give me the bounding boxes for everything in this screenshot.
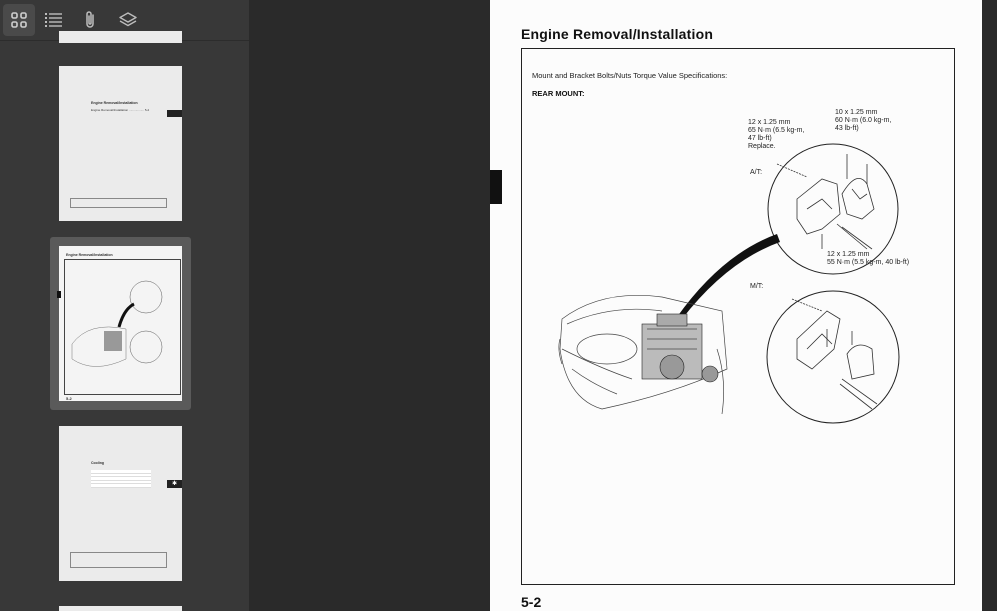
thumbnail-box (70, 198, 167, 208)
outline-view-button[interactable] (38, 4, 70, 36)
layers-view-button[interactable] (112, 4, 144, 36)
page-title: Engine Removal/Installation (521, 26, 714, 42)
spec-heading: Mount and Bracket Bolts/Nuts Torque Valu… (532, 71, 728, 80)
thumbnails-view-button[interactable] (3, 4, 35, 36)
thumbnail-tab-marker: ✱ (167, 480, 182, 488)
rear-mount-label: REAR MOUNT: (532, 89, 585, 98)
layers-icon (119, 12, 137, 27)
torque-label-lower: 12 x 1.25 mm 55 N·m (5.5 kg-m, 40 lb-ft) (827, 251, 910, 266)
torque-label-upper-right: 10 x 1.25 mm 60 N·m (6.0 kg-m, 43 lb-ft) (835, 109, 892, 132)
thumbnail-title: Engine Removal/Installation (66, 253, 113, 257)
thumbnail-toc-lines (91, 470, 151, 488)
at-label: A/T: (750, 169, 763, 176)
engine-mount-diagram (558, 143, 900, 424)
thumbnail-list: Engine Removal/Installation Engine Remov… (0, 31, 249, 611)
thumbnail-next[interactable] (59, 606, 182, 611)
thumbnail-line: Engine Removal/Installation ............… (91, 108, 150, 112)
thumbnail-sidebar: Engine Removal/Installation Engine Remov… (0, 0, 250, 611)
thumbnail-previous[interactable] (59, 31, 182, 43)
thumbnail-tab-marker (167, 110, 182, 117)
thumbnail-page-1[interactable]: Engine Removal/Installation Engine Remov… (59, 66, 182, 221)
thumbnail-title: Cooling (91, 461, 105, 465)
diagram-frame: Mount and Bracket Bolts/Nuts Torque Valu… (521, 48, 955, 585)
thumbnail-diagram (71, 280, 163, 367)
thumbnail-page-label: 5-2 (66, 396, 72, 401)
thumbnail-frame (64, 259, 181, 395)
attachments-view-button[interactable] (75, 4, 107, 36)
section-tab-marker (490, 170, 502, 204)
thumbnail-page-3[interactable]: Cooling ✱ (59, 426, 182, 581)
document-page: Engine Removal/Installation Mount and Br… (490, 0, 982, 611)
page-number: 5-2 (521, 594, 542, 610)
mt-label: M/T: (750, 283, 764, 290)
grid-icon (11, 12, 27, 28)
thumbnail-title: Engine Removal/Installation (91, 101, 138, 105)
torque-label-upper-left: 12 x 1.25 mm 65 N·m (6.5 kg-m, 47 lb-ft)… (748, 119, 805, 150)
list-icon (45, 13, 62, 27)
thumbnail-page-2[interactable]: Engine Removal/Installation 5-2 (57, 246, 182, 401)
thumbnail-side-tab (57, 291, 61, 298)
thumbnail-box (70, 552, 167, 568)
paperclip-icon (86, 11, 94, 28)
